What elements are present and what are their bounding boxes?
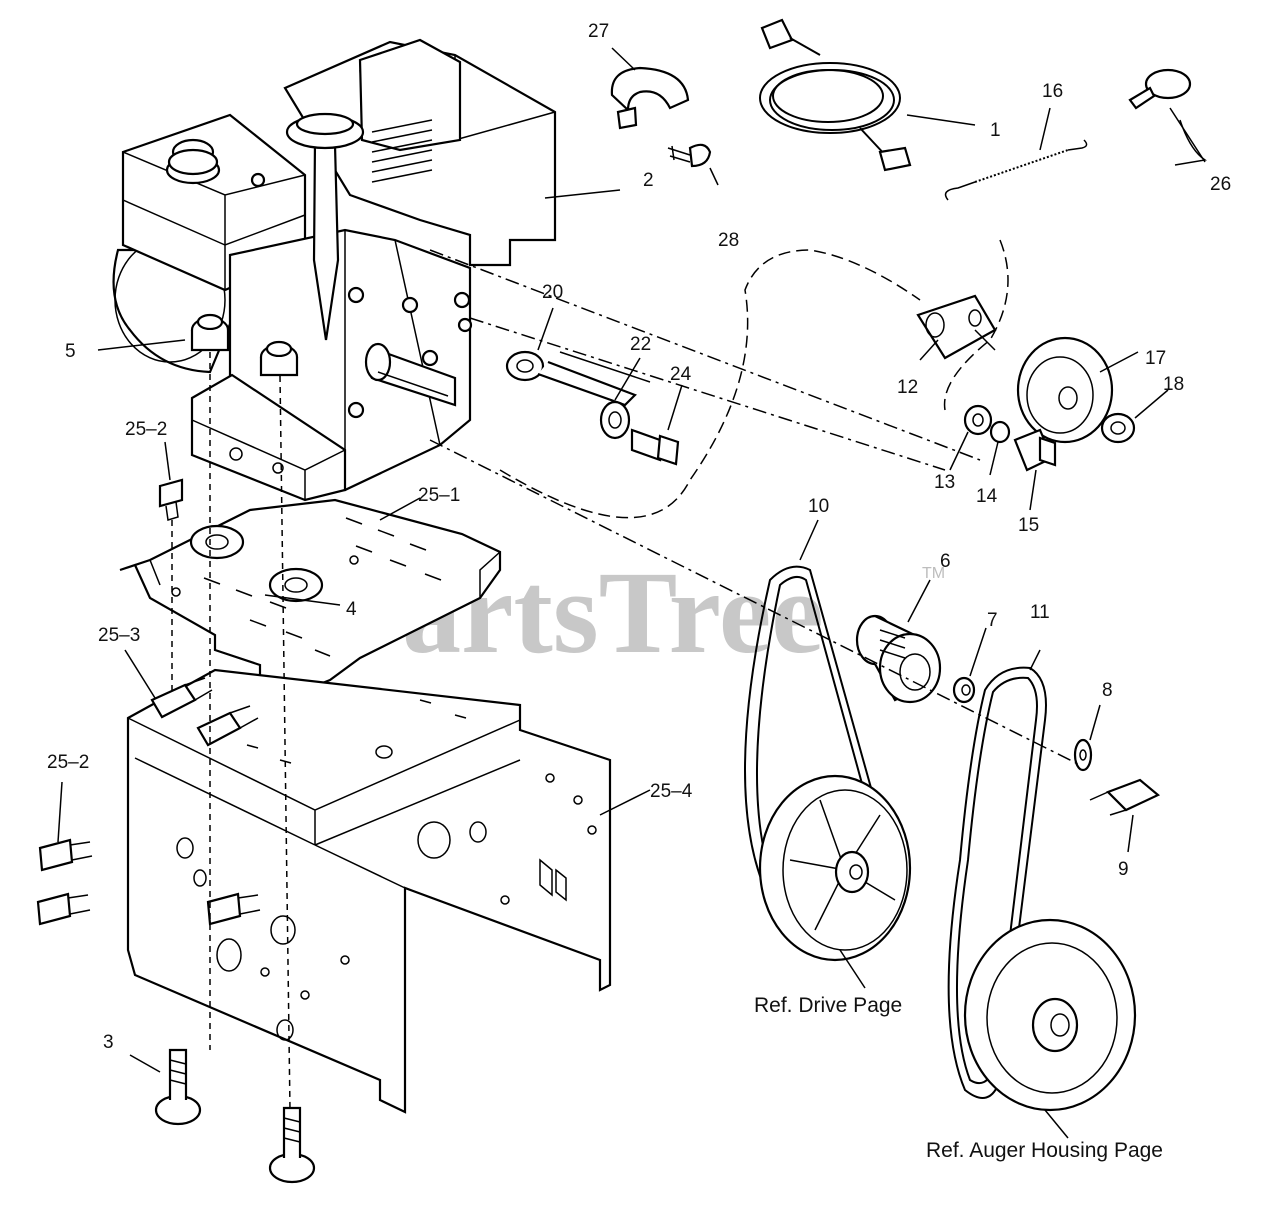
callout-5: 5 [65, 341, 76, 362]
watermark-trademark: TM [922, 565, 945, 582]
callout-13: 13 [934, 472, 955, 493]
engine-pulley[interactable] [855, 614, 942, 704]
callout-3: 3 [103, 1032, 114, 1053]
spacer-7[interactable] [952, 676, 976, 704]
callout-2: 2 [643, 170, 654, 191]
extension-cord[interactable] [759, 18, 912, 172]
ref-auger-housing-page: Ref. Auger Housing Page [926, 1139, 1163, 1162]
auger-belt[interactable] [947, 666, 1047, 1099]
frame[interactable] [126, 668, 612, 1114]
callout-15: 15 [1018, 515, 1039, 536]
callout-25-4: 25–4 [650, 781, 693, 802]
callout-25-2-side: 25–2 [47, 752, 89, 773]
callout-17: 17 [1145, 348, 1166, 369]
bolt-9[interactable] [1089, 778, 1161, 816]
callout-11: 11 [1030, 602, 1050, 623]
callout-12: 12 [897, 377, 918, 398]
callout-16: 16 [1042, 81, 1063, 102]
callout-20: 20 [542, 282, 563, 303]
drive-pulley[interactable] [758, 774, 912, 962]
callout-18: 18 [1163, 374, 1184, 395]
hex-nut-18[interactable] [1100, 412, 1136, 444]
callout-26: 26 [1210, 174, 1231, 195]
callout-7: 7 [987, 610, 998, 631]
callout-8: 8 [1102, 680, 1113, 701]
idler-spring[interactable] [944, 139, 1088, 201]
callout-25-2-top: 25–2 [125, 419, 167, 440]
lock-washers[interactable] [189, 524, 324, 603]
idler-pulley[interactable] [1016, 336, 1114, 444]
screw-28[interactable] [667, 143, 712, 168]
callout-9: 9 [1118, 859, 1129, 880]
washers-13-14[interactable] [963, 404, 1011, 444]
auger-pulley[interactable] [963, 918, 1137, 1112]
carriage-bolts[interactable] [154, 1048, 316, 1184]
ignition-key[interactable] [1128, 68, 1192, 110]
callout-27: 27 [588, 21, 609, 42]
hex-bolts-25-3[interactable] [150, 677, 259, 747]
callout-22: 22 [630, 334, 651, 355]
callout-4: 4 [346, 599, 357, 620]
callout-14: 14 [976, 486, 998, 507]
throttle-link[interactable] [505, 350, 680, 466]
washer-8[interactable] [1073, 738, 1093, 772]
callout-28: 28 [718, 230, 739, 251]
hex-bolts-25-2[interactable] [36, 478, 261, 926]
callout-1: 1 [990, 120, 1001, 141]
callout-25-3: 25–3 [98, 625, 140, 646]
ref-drive-page: Ref. Drive Page [754, 994, 902, 1017]
callout-25-1: 25–1 [418, 485, 460, 506]
callout-6: 6 [940, 551, 951, 572]
shoulder-bolt-15[interactable] [1013, 428, 1057, 472]
engine[interactable] [112, 38, 557, 502]
callout-24: 24 [670, 364, 692, 385]
cable-clip[interactable] [610, 66, 690, 130]
callout-10: 10 [808, 496, 829, 517]
